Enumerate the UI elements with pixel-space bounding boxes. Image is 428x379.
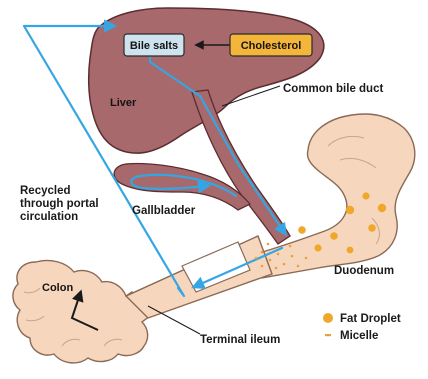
bile-salts-box: Bile salts — [124, 34, 184, 56]
fat-droplet — [330, 232, 338, 240]
common-bile-duct-label: Common bile duct — [283, 83, 383, 95]
cholesterol-box: Cholesterol — [230, 34, 312, 56]
fat-droplet-legend-label: Fat Droplet — [340, 313, 401, 325]
legend: Fat Droplet Micelle — [323, 313, 401, 342]
liver-label: Liver — [110, 97, 137, 109]
colon-shape — [13, 260, 150, 362]
fat-droplet — [362, 192, 369, 199]
micelle-legend-icon — [325, 334, 331, 336]
fat-droplet — [368, 224, 376, 232]
fat-droplet-legend-icon — [323, 313, 333, 323]
duodenum-shape — [256, 114, 415, 278]
fat-droplet — [298, 226, 306, 234]
terminal-ileum-label: Terminal ileum — [200, 334, 280, 346]
fat-droplet — [378, 204, 386, 212]
duodenum-label: Duodenum — [334, 265, 394, 277]
bile-salts-label: Bile salts — [130, 40, 178, 52]
fat-droplet — [347, 247, 354, 254]
colon-label: Colon — [42, 282, 73, 294]
recycled-label-line1: Recycled — [20, 185, 71, 197]
fat-droplet — [346, 206, 354, 214]
micelle-legend-label: Micelle — [340, 330, 378, 342]
ileum-tube — [126, 236, 272, 318]
cholesterol-label: Cholesterol — [241, 40, 302, 52]
gallbladder-label: Gallbladder — [132, 205, 196, 217]
recycled-label-line2: through portal — [20, 198, 99, 210]
terminal-ileum-leader — [148, 306, 200, 334]
fat-droplet — [314, 244, 321, 251]
recycled-label-line3: circulation — [20, 211, 78, 223]
